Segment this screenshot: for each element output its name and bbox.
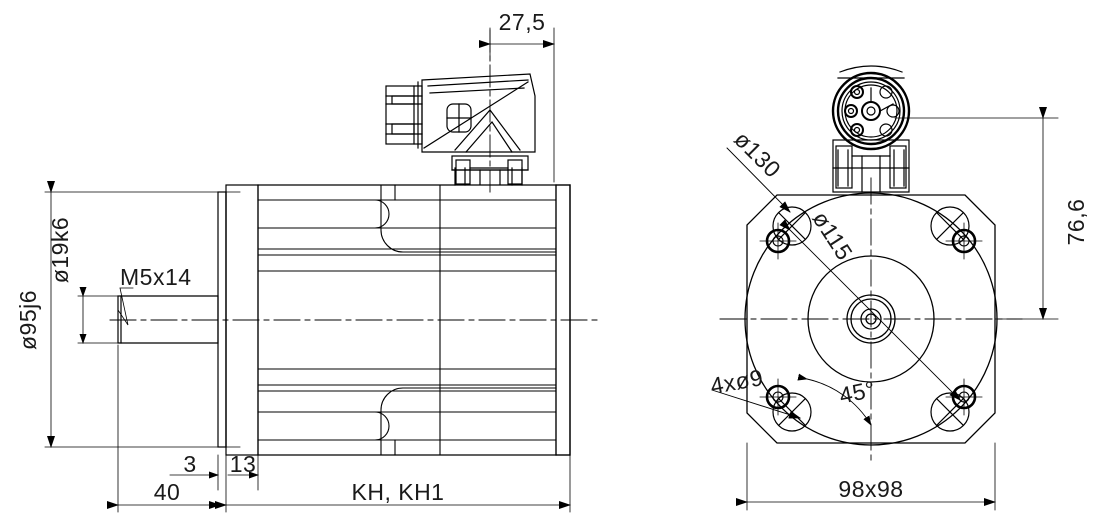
dim-label-shaft-length: 40 (154, 479, 181, 505)
side-view-dimension-lines (44, 181, 241, 448)
dim-label-mounting-holes: 4xø9 (708, 364, 765, 399)
dim-label-hole-angle: 45° (837, 376, 878, 409)
dim-label-square-size: 98x98 (838, 476, 903, 502)
shaft-thread-leader (117, 287, 134, 326)
dim-label-flange-diameter: ø95j6 (15, 290, 41, 350)
front-view-centerlines (719, 177, 1023, 463)
dim-d115-leader (779, 219, 961, 401)
dim-label-bolt-circle-inner: ø115 (807, 206, 858, 264)
dim-label-body-length: KH, KH1 (352, 479, 445, 505)
side-bottom-dimensions (107, 344, 571, 513)
dim-label-flange-step: 3 (183, 451, 196, 477)
dim-27-5 (479, 27, 555, 183)
front-connector-body (831, 65, 911, 151)
dim-45-arc (797, 373, 872, 426)
dim-d130-leader (726, 147, 791, 213)
dim-4xd9-leader (711, 389, 801, 419)
dim-98x98 (736, 442, 996, 511)
dim-label-shaft-thread: M5x14 (120, 264, 192, 290)
front-square-housing (746, 194, 996, 444)
dim-76-6 (894, 107, 1059, 320)
side-connector-assembly (385, 73, 536, 186)
dim-label-flange-thickness: 13 (230, 451, 257, 477)
dim-label-bolt-circle-outer: ø130 (729, 126, 786, 183)
motor-shaft (117, 295, 219, 344)
dim-label-shaft-diameter: ø19k6 (47, 217, 73, 283)
front-connector-assembly (832, 139, 910, 193)
motor-cooling-fins (257, 184, 557, 456)
dim-label-connector-height: 76,6 (1063, 199, 1089, 246)
dim-label-connector-offset: 27,5 (499, 9, 546, 35)
